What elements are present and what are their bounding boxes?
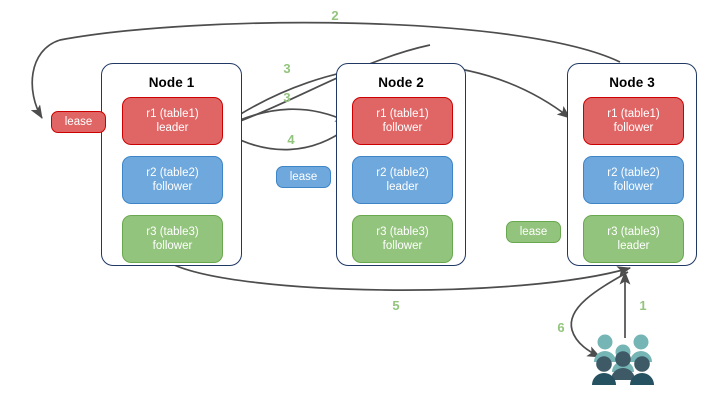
edge-2-path bbox=[30, 21, 621, 119]
edge-6-path bbox=[570, 271, 629, 358]
replica-name: r2 (table2) bbox=[146, 167, 199, 179]
replica-role: follower bbox=[152, 240, 193, 252]
lease-label: lease bbox=[289, 171, 318, 183]
edge-label-4: 4 bbox=[287, 132, 295, 147]
edge-label-3a: 3 bbox=[283, 61, 291, 76]
replica-name: r3 (table3) bbox=[607, 226, 660, 238]
replica-role: follower bbox=[613, 181, 654, 193]
node-box-node2[interactable]: Node 2 r1 (table1) follower r2 (table2) … bbox=[336, 63, 466, 266]
edge-label-6: 6 bbox=[557, 320, 565, 335]
edge-5-path bbox=[171, 263, 631, 291]
node-box-node1[interactable]: Node 1 r1 (table1) leader r2 (table2) fo… bbox=[101, 63, 242, 266]
lease-label: lease bbox=[64, 116, 93, 128]
node-title: Node 3 bbox=[609, 75, 655, 90]
replica-node2-r3[interactable]: r3 (table3) follower bbox=[352, 215, 453, 263]
replica-role: follower bbox=[382, 122, 423, 134]
edge-label-1: 1 bbox=[639, 298, 647, 313]
edge-label-2: 2 bbox=[331, 8, 339, 23]
replica-node1-r3[interactable]: r3 (table3) follower bbox=[122, 215, 223, 263]
replica-name: r3 (table3) bbox=[376, 226, 429, 238]
node-title: Node 2 bbox=[378, 75, 424, 90]
lease-badge-table1[interactable]: lease bbox=[51, 111, 106, 133]
node-box-node3[interactable]: Node 3 r1 (table1) follower r2 (table2) … bbox=[567, 63, 697, 266]
replica-node3-r2[interactable]: r2 (table2) follower bbox=[583, 156, 684, 204]
replica-name: r2 (table2) bbox=[607, 167, 660, 179]
replica-role: follower bbox=[152, 181, 193, 193]
replica-node3-r3[interactable]: r3 (table3) leader bbox=[583, 215, 684, 263]
users-icon bbox=[592, 334, 654, 385]
replica-role: follower bbox=[613, 122, 654, 134]
edge-label-3b: 3 bbox=[283, 90, 291, 105]
replica-name: r3 (table3) bbox=[146, 226, 199, 238]
replica-name: r1 (table1) bbox=[146, 108, 199, 120]
replica-name: r1 (table1) bbox=[607, 108, 660, 120]
replica-node1-r2[interactable]: r2 (table2) follower bbox=[122, 156, 223, 204]
replica-role: leader bbox=[156, 122, 189, 134]
replica-role: leader bbox=[386, 181, 419, 193]
edge-label-5: 5 bbox=[392, 298, 400, 313]
lease-label: lease bbox=[519, 226, 548, 238]
node-title: Node 1 bbox=[148, 75, 195, 90]
replica-role: follower bbox=[382, 240, 423, 252]
lease-badge-table2[interactable]: lease bbox=[276, 166, 331, 188]
replica-node2-r1[interactable]: r1 (table1) follower bbox=[352, 97, 453, 145]
replica-name: r2 (table2) bbox=[376, 167, 429, 179]
lease-badge-table3[interactable]: lease bbox=[506, 221, 561, 243]
replica-node2-r2[interactable]: r2 (table2) leader bbox=[352, 156, 453, 204]
replica-role: leader bbox=[617, 240, 650, 252]
replica-node1-r1[interactable]: r1 (table1) leader bbox=[122, 97, 223, 145]
replica-node3-r1[interactable]: r1 (table1) follower bbox=[583, 97, 684, 145]
replica-name: r1 (table1) bbox=[376, 108, 429, 120]
